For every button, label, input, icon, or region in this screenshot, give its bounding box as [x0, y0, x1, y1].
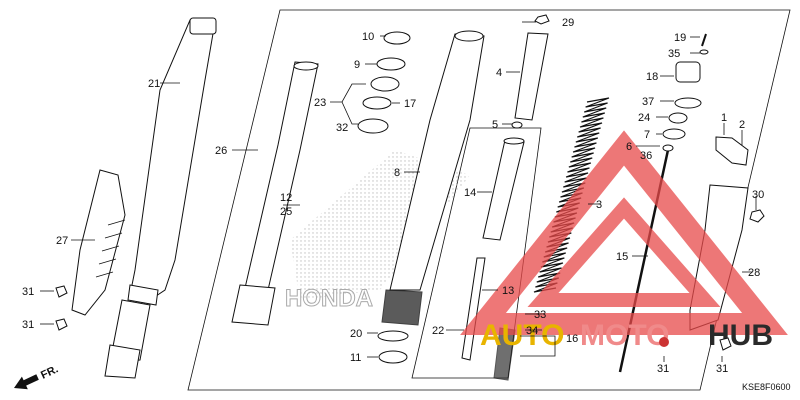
callout-6: 6	[626, 141, 632, 153]
bolts-31	[55, 285, 732, 351]
fork-slider-tube	[231, 61, 319, 326]
part-17-clip	[362, 96, 392, 110]
callout-28: 28	[748, 267, 760, 279]
callout-21: 21	[148, 78, 160, 90]
callout-16: 16	[566, 333, 578, 345]
callout-33: 33	[534, 309, 546, 321]
callout-1: 1	[721, 112, 727, 124]
callout-37: 37	[642, 96, 654, 108]
callout-14: 14	[464, 187, 476, 199]
front-arrow: FR.	[14, 363, 60, 390]
leader-lines	[40, 21, 757, 362]
part-5-clip	[511, 121, 523, 129]
part-35-oring	[699, 49, 709, 55]
fork-tube-center	[381, 30, 485, 326]
callout-24: 24	[638, 112, 650, 124]
callout-26: 26	[215, 145, 227, 157]
fork-tube-outer-left	[104, 17, 217, 379]
part-10-seal	[383, 31, 411, 45]
watermark-triangle	[460, 130, 788, 335]
callout-29: 29	[562, 17, 574, 29]
callout-15: 15	[616, 251, 628, 263]
part-9-seal	[376, 57, 406, 71]
callout-34: 34	[526, 325, 538, 337]
front-label: FR.	[39, 363, 60, 381]
watermark-hub: HUB	[708, 319, 773, 352]
part-30-bolt	[749, 209, 765, 223]
callout-31-b: 31	[22, 319, 34, 331]
part-23-seal	[370, 76, 400, 92]
callout-3: 3	[596, 199, 602, 211]
part-24-washer	[668, 112, 688, 124]
callout-27: 27	[56, 235, 68, 247]
callout-20: 20	[350, 328, 362, 340]
callout-10: 10	[362, 31, 374, 43]
callout-30: 30	[752, 189, 764, 201]
watermark-text: AUTO MOTO HUB	[480, 319, 773, 352]
callout-labels: 21 27 26 12 25 10 9 23 17 32 8 20 11 29 …	[22, 17, 764, 375]
callout-32: 32	[336, 122, 348, 134]
callout-17: 17	[404, 98, 416, 110]
callout-31-d: 31	[716, 363, 728, 375]
callout-23: 23	[314, 97, 326, 109]
part-37-oring	[674, 97, 702, 109]
part-29-nut	[534, 14, 550, 25]
watermark-moto: MOTO	[580, 319, 669, 352]
watermark-auto: AUTO	[480, 319, 564, 352]
part-20-ring	[377, 330, 409, 342]
callout-31-c: 31	[657, 363, 669, 375]
honda-logo-text: HONDA	[285, 285, 373, 312]
diagram-code: KSE8F0600	[742, 382, 791, 392]
part-19-screw	[701, 33, 707, 47]
fork-guard-left-slots	[95, 219, 126, 278]
callout-2: 2	[739, 119, 745, 131]
callout-4: 4	[496, 67, 502, 79]
part-32-seal	[357, 118, 389, 134]
callout-22: 22	[432, 325, 444, 337]
part-4-dust-cover	[514, 32, 549, 121]
part-7-collar	[662, 128, 686, 140]
part-6-nut	[662, 144, 674, 152]
callout-19: 19	[674, 32, 686, 44]
callout-8: 8	[394, 167, 400, 179]
callout-36: 36	[640, 150, 652, 162]
callout-12: 12	[280, 192, 292, 204]
callout-5: 5	[492, 119, 498, 131]
callout-18: 18	[646, 71, 658, 83]
part-14-damper-tube	[482, 139, 525, 241]
part-1-2-bracket	[715, 136, 749, 166]
fork-guard-left	[71, 169, 126, 316]
callout-11: 11	[350, 352, 361, 364]
callout-35: 35	[668, 48, 680, 60]
callout-31-a: 31	[22, 286, 34, 298]
part-11-ring	[378, 350, 408, 364]
callout-7: 7	[644, 129, 650, 141]
part-18-fork-cap	[675, 61, 701, 83]
group-frame	[187, 9, 791, 391]
callout-13: 13	[502, 285, 514, 297]
callout-25: 25	[280, 206, 292, 218]
callout-9: 9	[354, 59, 360, 71]
